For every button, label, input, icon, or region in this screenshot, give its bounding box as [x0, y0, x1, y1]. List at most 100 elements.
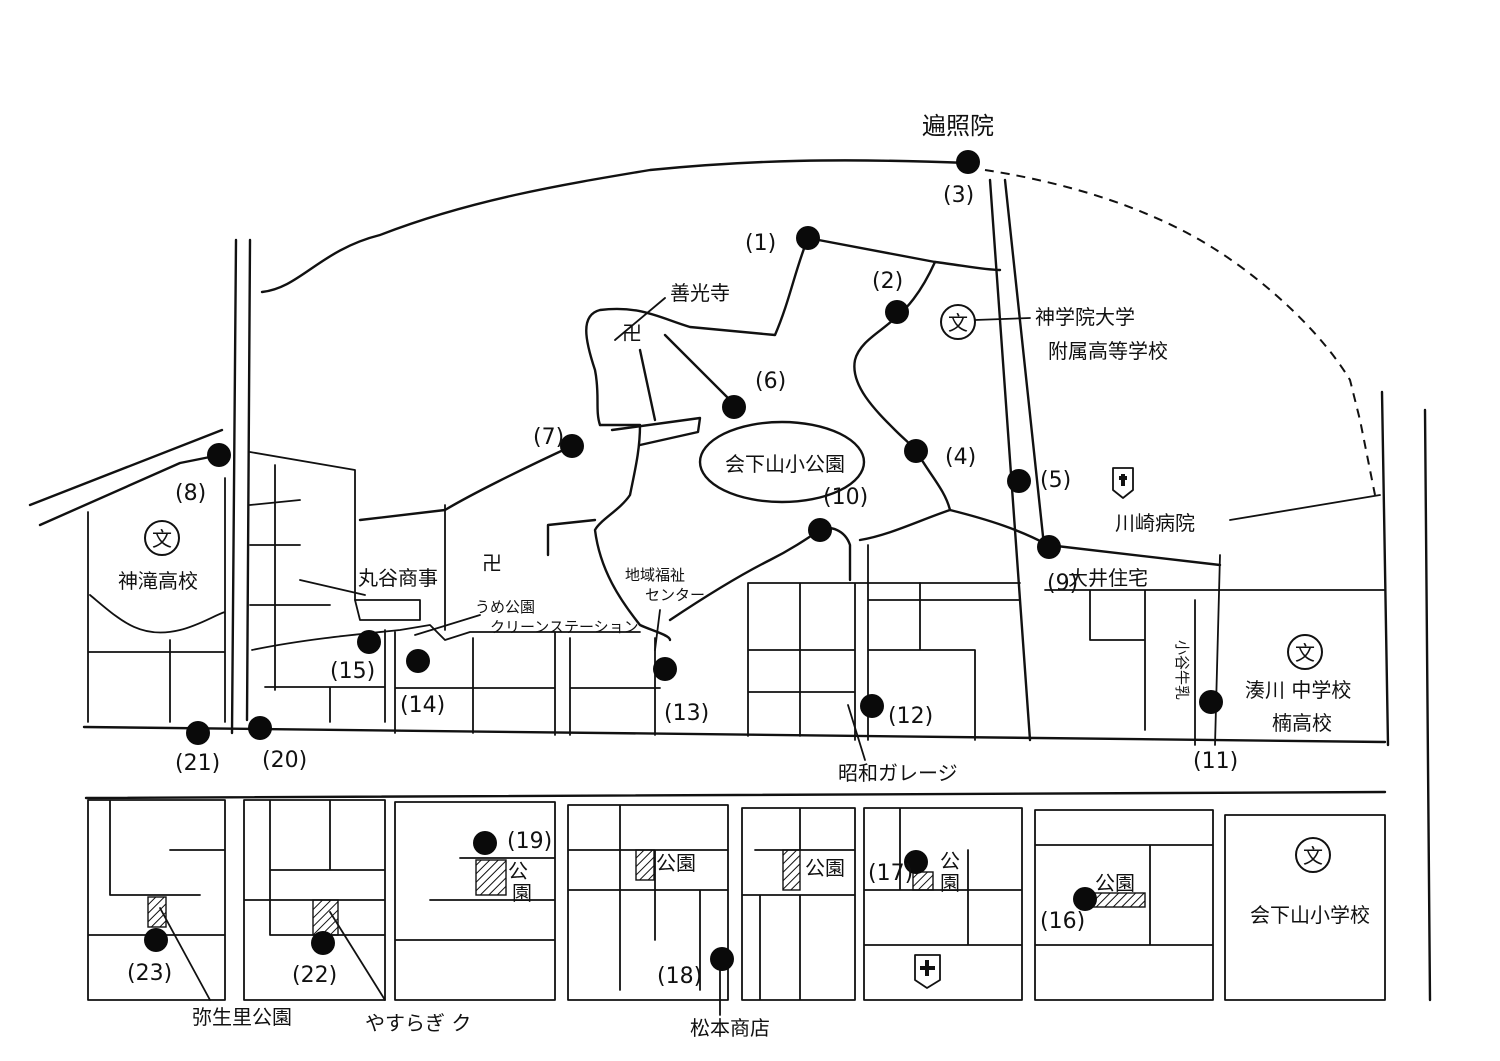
label-park-main: 会下山小公園	[725, 452, 845, 476]
marker-label-8: (8)	[175, 481, 206, 506]
marker-dot-5	[1007, 469, 1031, 493]
marker-label-1: (1)	[745, 231, 776, 256]
marker-label-13: (13)	[664, 701, 709, 726]
street-main-bottom	[84, 790, 1387, 800]
path-zenkoji-branch	[638, 333, 737, 422]
school-icon-minatogawa: 文	[1287, 634, 1323, 670]
leader-yasuragi	[329, 911, 386, 1001]
label-yasuri-park: 弥生里公園	[192, 1005, 292, 1029]
school-icon-kantaki: 文	[144, 520, 180, 556]
park-hatch-17	[912, 871, 934, 891]
marker-label-7: (7)	[533, 425, 564, 450]
school-icon-kanrin: 文	[940, 304, 976, 340]
block-lower-1	[87, 799, 226, 1001]
marker-dot-3	[956, 150, 980, 174]
path-mid-left	[546, 518, 597, 557]
marker-dot-19	[473, 831, 497, 855]
label-park-17b: 園	[940, 871, 960, 895]
path-1-east	[806, 236, 937, 264]
marker-dot-22	[311, 931, 335, 955]
label-park-17a: 公	[940, 849, 960, 873]
road-right-vertical-a	[988, 178, 1032, 742]
leader-zenkoji	[614, 297, 666, 341]
label-kotani-milk: 小谷牛乳	[1173, 640, 1191, 700]
marker-dot-21	[186, 721, 210, 745]
label-minatogawa-1: 湊川 中学校	[1245, 678, 1351, 702]
label-park-b4: 公園	[656, 851, 696, 875]
leader-showa	[847, 704, 866, 761]
svg-text:文: 文	[1303, 844, 1323, 868]
road-diagonal-left-b	[38, 453, 222, 527]
block-left-lower	[264, 629, 386, 723]
marker-label-14: (14)	[400, 693, 445, 718]
road-left-vertical-a	[230, 238, 238, 735]
park-hatch-b5	[782, 849, 801, 891]
block-lower-5	[741, 807, 856, 1001]
marker-label-17: (17)	[868, 861, 913, 886]
block-lower-7	[1034, 809, 1214, 1001]
svg-text:文: 文	[1295, 641, 1315, 665]
marker-dot-8	[207, 443, 231, 467]
path-park-outline	[593, 423, 672, 642]
marker-label-23: (23)	[127, 961, 172, 986]
road-far-right-b	[1423, 408, 1432, 1002]
label-chiiki-1: 地域福祉	[625, 566, 685, 584]
svg-text:文: 文	[152, 527, 172, 551]
park-hatch-23	[147, 896, 167, 928]
svg-text:文: 文	[948, 311, 968, 335]
block-lower-4	[567, 804, 729, 1001]
marker-label-20: (20)	[262, 748, 307, 773]
leader-ume	[414, 614, 481, 636]
road-right-vertical-b	[1003, 178, 1047, 557]
label-park-19b: 園	[512, 881, 532, 905]
marker-dot-18	[710, 947, 734, 971]
hill-outline	[260, 159, 970, 294]
marker-label-10: (10)	[823, 485, 868, 510]
temple-icon-west: 卍	[482, 551, 502, 575]
park-hatch-19	[475, 859, 507, 896]
school-icon-eshita: 文	[1295, 837, 1331, 873]
park-hatch-16	[1089, 892, 1146, 908]
label-matsumoto: 松本商店	[690, 1016, 770, 1040]
block-kantaki	[87, 477, 226, 723]
block-lower-3	[394, 801, 556, 1001]
block-showa	[747, 582, 1021, 741]
road-left-vertical-b	[245, 238, 252, 722]
marker-dot-2	[885, 300, 909, 324]
block-marutani	[251, 599, 641, 651]
marker-dot-11	[1199, 690, 1223, 714]
block-left-grid	[249, 451, 366, 691]
path-hill-right	[933, 260, 1002, 272]
marker-dot-4	[904, 439, 928, 463]
marker-label-5: (5)	[1040, 468, 1071, 493]
marker-dot-17	[904, 850, 928, 874]
label-zenkoji: 善光寺	[670, 281, 730, 305]
marker-label-2: (2)	[872, 269, 903, 294]
path-4-south	[858, 450, 952, 542]
park-ellipse	[698, 420, 866, 504]
marker-label-22: (22)	[292, 963, 337, 988]
hospital-icon-lower	[914, 954, 941, 989]
marker-dot-7	[560, 434, 584, 458]
leader-chiiki	[654, 609, 661, 651]
marker-dot-13	[653, 657, 677, 681]
marker-label-21: (21)	[175, 751, 220, 776]
block-12	[867, 544, 1021, 741]
block-center-left	[394, 504, 556, 736]
block-chiiki	[569, 637, 661, 736]
survey-markers: (1)(2)(3)(4)(5)(6)(7)(8)(9)(10)(11)(12)(…	[127, 150, 1238, 989]
marker-label-15: (15)	[330, 659, 375, 684]
label-kawasaki: 川崎病院	[1115, 511, 1195, 535]
leader-yasuri	[159, 907, 211, 1001]
leader-kanrin	[974, 317, 1031, 321]
road-far-right-a	[1380, 390, 1390, 747]
marker-label-18: (18)	[657, 964, 702, 989]
marker-dot-16	[1073, 887, 1097, 911]
label-kanrin-2: 附属高等学校	[1048, 339, 1168, 363]
marker-dot-15	[357, 630, 381, 654]
block-oi	[1044, 554, 1386, 746]
label-kanrin-1: 神学院大学	[1035, 305, 1135, 329]
marker-label-4: (4)	[945, 445, 976, 470]
label-eshita-school: 会下山小学校	[1250, 903, 1370, 927]
